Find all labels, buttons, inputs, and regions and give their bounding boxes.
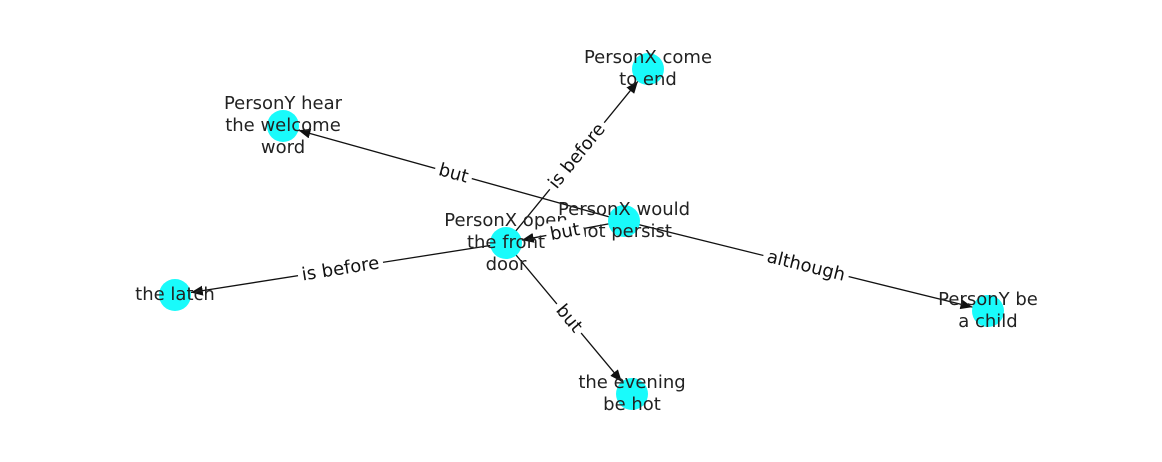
edge-label-persist-to-door: but xyxy=(544,217,586,247)
node-label-line: word xyxy=(261,137,305,158)
node-label-line: a child xyxy=(958,311,1017,332)
node-circle xyxy=(608,205,640,237)
node-label: the latch xyxy=(135,284,215,305)
edge-label-text: is before xyxy=(544,119,610,193)
edge-label-background xyxy=(760,244,852,288)
node-circle xyxy=(972,295,1004,327)
edge-label-background xyxy=(548,296,590,341)
node-latch: the latch xyxy=(135,279,215,311)
node-circle xyxy=(632,53,664,85)
node-circle xyxy=(267,110,299,142)
node-label-line: the front xyxy=(467,232,545,253)
edge-label-persist-to-hear: but xyxy=(432,157,475,190)
edge-label-door-to-come: is before xyxy=(540,115,614,197)
node-label-line: PersonX come xyxy=(584,47,712,68)
node-label-line: PersonY be xyxy=(938,289,1038,310)
edge-label-text: although xyxy=(765,246,847,286)
node-circle xyxy=(490,227,522,259)
edge-labels-layer: is before is before but but but although xyxy=(296,115,852,341)
node-label-line: the latch xyxy=(135,284,215,305)
node-label-line: be hot xyxy=(603,394,661,415)
edge-label-door-to-evening: but xyxy=(548,296,590,341)
edge-label-background xyxy=(540,115,614,197)
edge-label-background xyxy=(432,157,475,190)
node-circle xyxy=(159,279,191,311)
node-label-line: to end xyxy=(619,69,677,90)
node-label-line: the welcome xyxy=(225,115,341,136)
node-label-line: PersonX open xyxy=(444,210,567,231)
node-label-line: PersonY hear xyxy=(224,93,343,114)
edge-label-door-to-latch: is before xyxy=(296,250,385,288)
node-circle xyxy=(616,378,648,410)
edge-label-persist-to-child: although xyxy=(760,244,852,288)
node-label-line: PersonX would xyxy=(558,199,690,220)
node-label-line: the evening xyxy=(578,372,685,393)
edge-label-background xyxy=(296,250,385,288)
node-label-line: door xyxy=(486,254,527,275)
node-label-line: not persist xyxy=(576,221,672,242)
edge-label-text: but xyxy=(436,159,470,187)
edge-label-background xyxy=(544,217,586,247)
